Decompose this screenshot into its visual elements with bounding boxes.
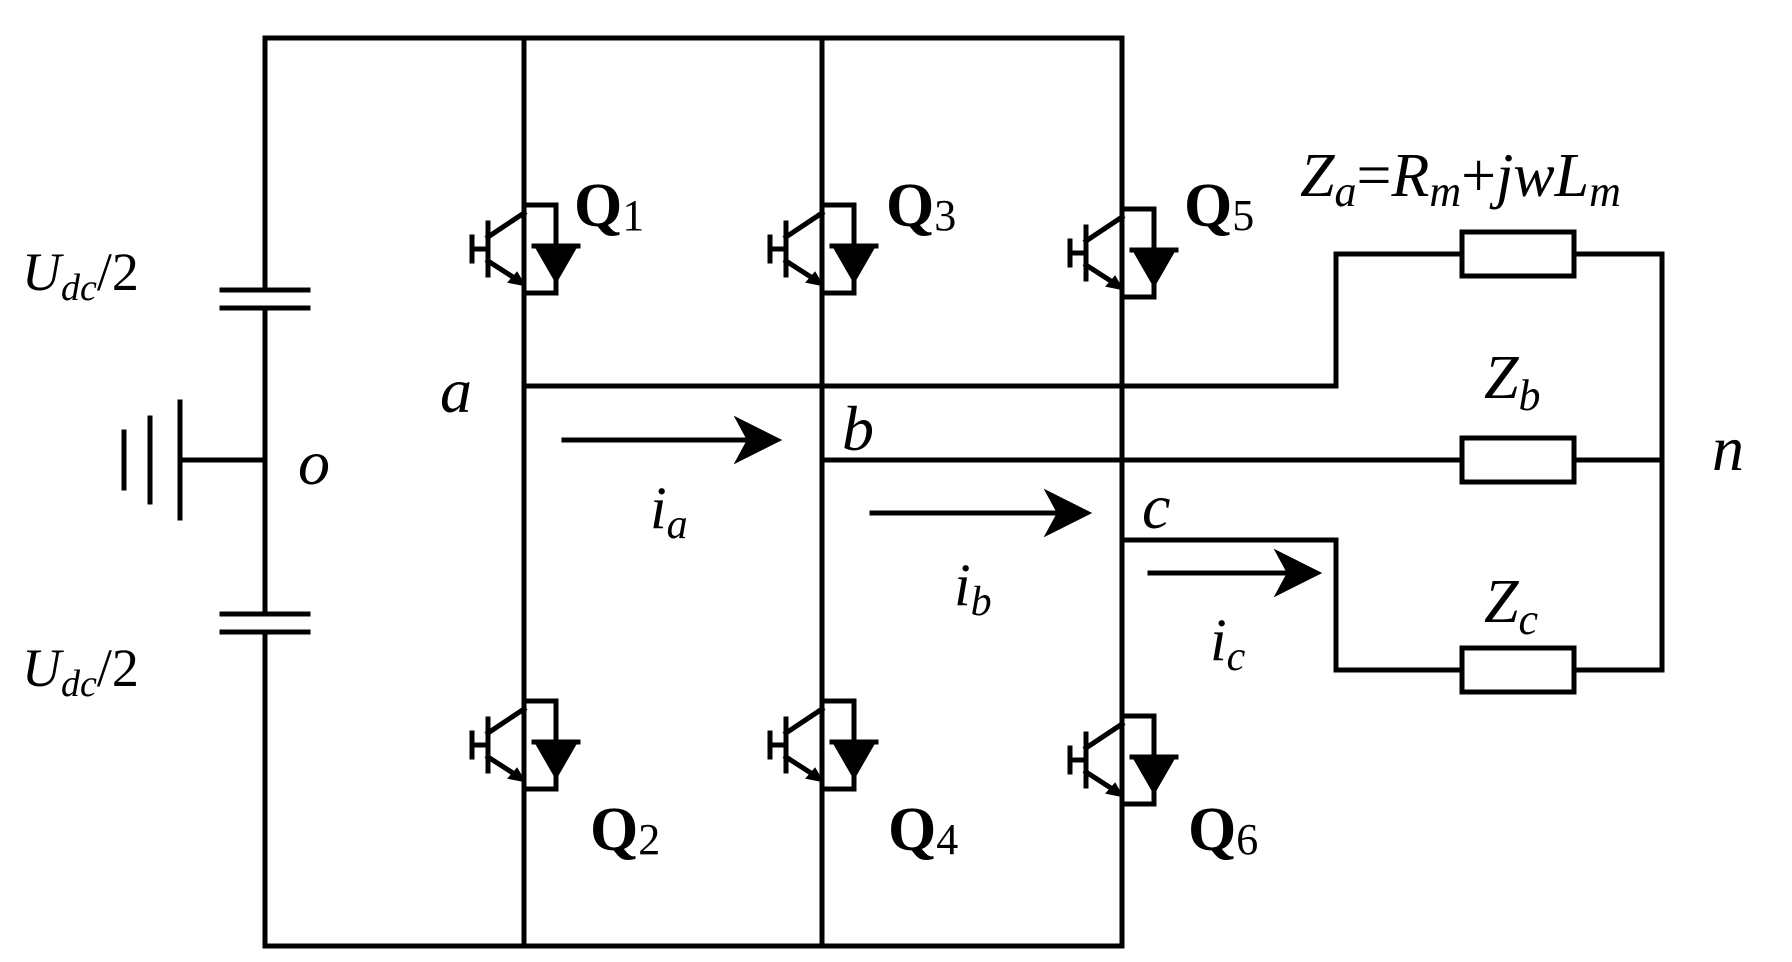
- switch-q3-label: Q3: [886, 172, 956, 240]
- impedance-zc: [1459, 645, 1577, 695]
- switch-q1-label: Q1: [574, 172, 644, 240]
- switch-q2-label: Q2: [590, 796, 660, 864]
- impedance-zb: [1459, 435, 1577, 485]
- neutral-o-label: o: [298, 427, 330, 498]
- current-ib-label: ib: [954, 552, 992, 625]
- dc-bus: [262, 35, 1125, 949]
- node-a-label: a: [440, 355, 472, 426]
- ground-icon: [121, 399, 268, 521]
- zb-label: Zb: [1484, 344, 1540, 420]
- current-ic-label: ic: [1210, 607, 1246, 680]
- node-c-label: c: [1142, 471, 1170, 542]
- current-arrow-c: [1147, 548, 1323, 598]
- node-b-label: b: [842, 393, 874, 464]
- zc-label: Zc: [1484, 568, 1538, 644]
- current-arrow-a: [561, 415, 783, 465]
- switch-q6-label: Q6: [1188, 796, 1258, 864]
- switch-q5-label: Q5: [1184, 172, 1254, 240]
- switch-q4-label: Q4: [888, 796, 958, 864]
- current-ia-label: ia: [650, 475, 688, 548]
- impedance-za: [1459, 229, 1577, 279]
- node-n-label: n: [1712, 413, 1744, 484]
- dc-voltage-label-bottom: Udc/2: [22, 638, 139, 705]
- dc-voltage-label-top: Udc/2: [22, 242, 139, 309]
- current-arrow-b: [869, 488, 1093, 538]
- za-equation-label: Za=Rm+jwLm: [1300, 142, 1621, 216]
